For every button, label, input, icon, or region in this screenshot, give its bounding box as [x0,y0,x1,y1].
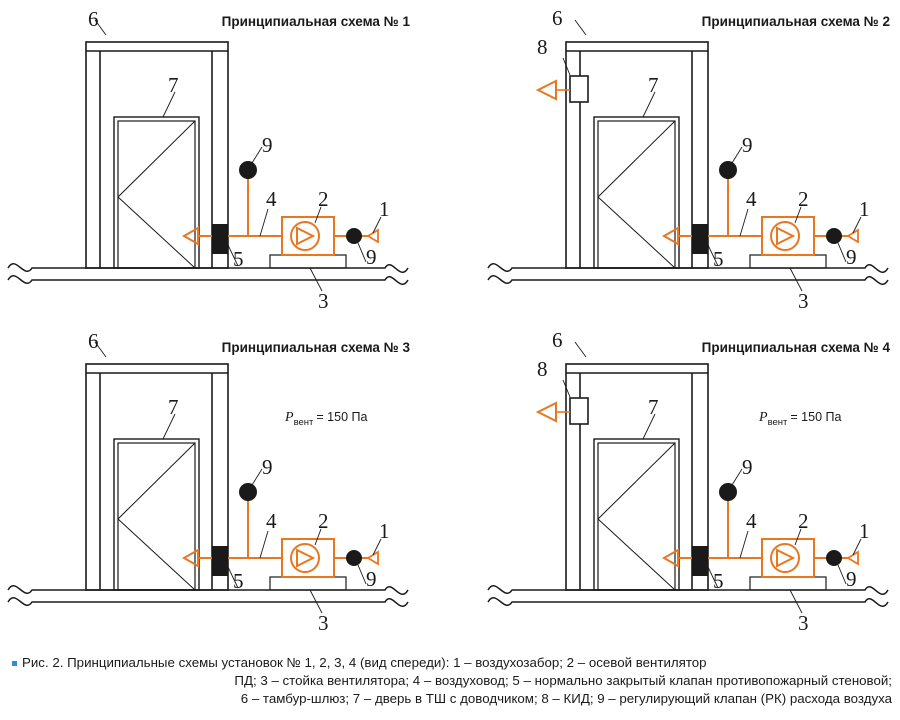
figure-caption: Рис. 2. Принципиальные схемы установок №… [12,654,892,708]
label-9-bottom: 9 [366,567,377,591]
label-6: 6 [552,328,563,352]
scheme-panel-2: Принципиальная схема № 2 6 8 7 9 4 2 1 5… [487,6,890,313]
label-4: 4 [746,509,757,533]
schemes-diagram: Принципиальная схема № 1 6 7 9 4 2 1 5 9… [7,6,891,635]
label-4: 4 [746,187,757,211]
scheme-title: Принципиальная схема № 3 [222,340,411,355]
label-2: 2 [798,509,809,533]
label-9-top: 9 [742,455,753,479]
label-9-top: 9 [262,455,273,479]
label-3: 3 [318,289,329,313]
label-2: 2 [318,509,329,533]
label-5: 5 [233,247,244,271]
label-6: 6 [552,6,563,30]
label-5: 5 [713,569,724,593]
label-2: 2 [798,187,809,211]
label-7: 7 [648,73,659,97]
label-3: 3 [798,289,809,313]
label-9-bottom: 9 [366,245,377,269]
caption-line-1: Рис. 2. Принципиальные схемы установок №… [12,654,892,672]
caption-line-3: 6 – тамбур-шлюз; 7 – дверь в ТШ с доводч… [240,691,892,706]
label-6: 6 [88,7,99,31]
caption-line-2: ПД; 3 – стойка вентилятора; 4 – воздухов… [234,673,892,688]
bullet-icon [12,660,17,666]
label-5: 5 [713,247,724,271]
fan-pressure-label: Pвент= 150 Па [758,410,841,428]
label-7: 7 [168,395,179,419]
scheme-panel-3: Принципиальная схема № 3 6 7 9 4 2 1 5 9… [7,329,411,635]
fan-pressure-label: Pвент= 150 Па [284,410,367,428]
label-4: 4 [266,509,277,533]
label-1: 1 [859,519,870,543]
label-4: 4 [266,187,277,211]
label-1: 1 [379,519,390,543]
label-8: 8 [537,35,548,59]
scheme-title: Принципиальная схема № 2 [702,14,890,29]
label-1: 1 [379,197,390,221]
scheme-title: Принципиальная схема № 1 [222,14,411,29]
label-9-bottom: 9 [846,245,857,269]
label-5: 5 [233,569,244,593]
label-9-top: 9 [742,133,753,157]
label-7: 7 [648,395,659,419]
scheme-panel-4: Принципиальная схема № 4 6 8 7 9 4 2 1 5… [487,328,891,635]
label-6: 6 [88,329,99,353]
label-9-top: 9 [262,133,273,157]
label-9-bottom: 9 [846,567,857,591]
label-2: 2 [318,187,329,211]
label-8: 8 [537,357,548,381]
label-7: 7 [168,73,179,97]
scheme-panel-1: Принципиальная схема № 1 6 7 9 4 2 1 5 9… [7,7,411,313]
label-3: 3 [318,611,329,635]
label-1: 1 [859,197,870,221]
label-3: 3 [798,611,809,635]
scheme-title: Принципиальная схема № 4 [702,340,891,355]
